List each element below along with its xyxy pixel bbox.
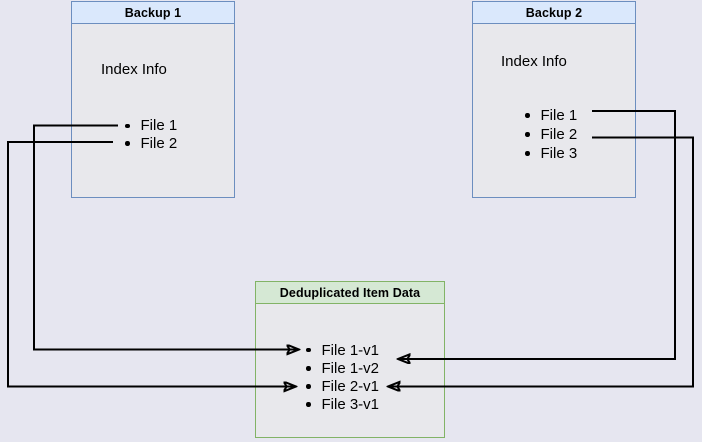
dedup-box: Deduplicated Item Data File 1-v1 File 1-… [255, 281, 445, 438]
backup1-box: Backup 1 Index Info File 1 File 2 [71, 1, 235, 198]
dedup-item-list: File 1-v1 File 1-v2 File 2-v1 File 3-v1 [306, 341, 379, 414]
list-item: File 1 [125, 117, 177, 135]
list-item: File 1-v1 [306, 341, 379, 359]
list-item: File 3-v1 [306, 396, 379, 414]
backup2-file-1: File 1 [540, 107, 578, 124]
dedup-item-file3-v1: File 3-v1 [321, 396, 380, 414]
backup1-index-info-label: Index Info [101, 61, 167, 78]
bullet-icon [125, 141, 130, 146]
list-item: File 3 [525, 144, 577, 163]
bullet-icon [306, 366, 311, 371]
dedup-title: Deduplicated Item Data [279, 285, 421, 300]
list-item: File 1 [525, 106, 577, 125]
backup1-title: Backup 1 [124, 5, 182, 20]
backup2-title: Backup 2 [525, 5, 583, 20]
list-item: File 2 [125, 135, 177, 153]
backup1-file-2: File 2 [140, 134, 178, 152]
bullet-icon [525, 151, 530, 156]
backup2-file-2: File 2 [540, 126, 578, 143]
bullet-icon [306, 347, 311, 353]
list-item: File 1-v2 [306, 359, 379, 377]
dedup-header: Deduplicated Item Data [256, 282, 444, 304]
backup1-header: Backup 1 [72, 2, 234, 24]
backup2-file-list: File 1 File 2 File 3 [525, 106, 577, 163]
backup2-file-3: File 3 [540, 145, 578, 162]
bullet-icon [525, 132, 530, 137]
list-item: File 2 [525, 125, 577, 144]
bullet-icon [525, 113, 530, 118]
dedup-item-file1-v2: File 1-v2 [321, 359, 380, 377]
backup2-header: Backup 2 [473, 2, 635, 24]
dedup-item-file2-v1: File 2-v1 [321, 377, 380, 395]
bullet-icon [306, 402, 311, 407]
backup2-index-info-label: Index Info [501, 53, 567, 70]
backup1-file-1: File 1 [140, 117, 178, 135]
dedup-item-file1-v1: File 1-v1 [321, 341, 380, 359]
bullet-icon [306, 384, 311, 389]
backup1-file-list: File 1 File 2 [125, 117, 177, 152]
bullet-icon [125, 123, 130, 128]
list-item: File 2-v1 [306, 377, 379, 395]
backup2-box: Backup 2 Index Info File 1 File 2 File 3 [472, 1, 636, 198]
